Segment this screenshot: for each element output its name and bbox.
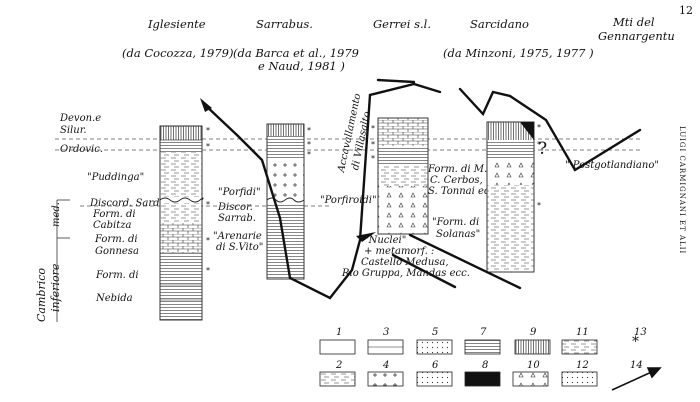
label-gonnesa-2: Gonnesa [95, 246, 139, 257]
label-porfiroidi: "Porfiroidi" [320, 195, 377, 206]
column-sarrabus [266, 123, 305, 280]
label-form-m-3: S. Tonnai ecc. [428, 186, 499, 197]
legend-num-4: 4 [383, 360, 390, 371]
label-question: ? [538, 139, 548, 159]
label-postgotlandiano: " Postgotlandiano" [565, 160, 659, 171]
legend-star: * [632, 334, 639, 350]
label-arenarie-1: "Arenarie [213, 231, 262, 242]
svg-text:*: * [206, 236, 210, 245]
header-gennargentu-1: Mti del [613, 15, 655, 29]
legend-num-11: 11 [576, 327, 589, 338]
legend-num-14: 14 [630, 360, 643, 371]
label-silur: Silur. [60, 125, 87, 136]
legend-num-2: 2 [336, 360, 343, 371]
svg-text:*: * [537, 123, 541, 132]
legend-num-8: 8 [482, 360, 489, 371]
svg-text:*: * [537, 140, 541, 149]
boundary-lines [55, 138, 640, 207]
fossil-markers: *** ** *** *** *** [206, 123, 541, 275]
source-sarcidano: (da Minzoni, 1975, 1977 ) [443, 46, 594, 60]
legend-boxes [319, 339, 598, 387]
legend-num-13: 13 [634, 327, 647, 338]
thrust-lines [202, 78, 642, 300]
svg-text:*: * [371, 154, 375, 163]
thrust-arrows [200, 98, 376, 242]
source-sarrabus: (da Barca et al., 1979 [233, 46, 359, 60]
header-gerrei: Gerrei s.l. [373, 17, 432, 31]
label-cabitza-1: Form. di [93, 209, 136, 220]
page-number: 12 [679, 4, 693, 17]
cambrian-bracket [56, 199, 70, 322]
legend-num-7: 7 [480, 327, 487, 338]
label-discor-sarrab-1: Discor. [218, 202, 253, 213]
legend-num-3: 3 [383, 327, 390, 338]
svg-text:*: * [206, 266, 210, 275]
label-nebida-2: Nebida [96, 293, 133, 304]
legend-num-5: 5 [432, 327, 439, 338]
legend-num-6: 6 [432, 360, 439, 371]
column-gerrei [377, 117, 429, 235]
label-porfidi: "Porfidi" [218, 187, 261, 198]
svg-text:*: * [206, 200, 210, 209]
label-nuclei-4: Rio Gruppa, Mandas ecc. [342, 268, 470, 279]
label-form-m-1: Form. di M. [428, 164, 488, 175]
column-iglesiente [159, 125, 204, 321]
label-discord: Discord. Sarda [90, 198, 166, 209]
legend-num-12: 12 [576, 360, 589, 371]
svg-text:*: * [371, 124, 375, 133]
column-sarcidano [486, 121, 535, 273]
source-sarrabus-2: e Naud, 1981 ) [258, 59, 345, 73]
header-sarrabus: Sarrabus. [256, 17, 313, 31]
header-iglesiente: Iglesiente [148, 17, 206, 31]
label-arenarie-2: di S.Vito" [216, 242, 264, 253]
svg-text:*: * [206, 126, 210, 135]
svg-text:*: * [307, 150, 311, 159]
label-gonnesa-1: Form. di [95, 234, 138, 245]
label-devon: Devon.e [60, 113, 102, 124]
legend-num-10: 10 [527, 360, 540, 371]
label-solanas-2: Solanas" [436, 229, 481, 240]
label-solanas-1: "Form. di [432, 217, 480, 228]
label-nebida-1: Form. di [96, 270, 139, 281]
label-nuclei-1: "Nuclei" [364, 235, 407, 246]
legend-arrow [611, 367, 662, 391]
header-gennargentu-2: Gennargentu [598, 29, 675, 43]
label-puddinga: "Puddinga" [87, 172, 145, 183]
source-iglesiente: (da Cocozza, 1979) [122, 46, 234, 60]
label-ordov: Ordovic. [60, 144, 104, 155]
legend-num-9: 9 [530, 327, 537, 338]
label-nuclei-2: + metamorf. : [364, 246, 435, 257]
svg-text:*: * [307, 126, 311, 135]
legend-num-1: 1 [336, 327, 343, 338]
header-sarcidano: Sarcidano [470, 17, 529, 31]
svg-text:*: * [371, 140, 375, 149]
svg-text:*: * [307, 140, 311, 149]
label-discor-sarrab-2: Sarrab. [218, 213, 256, 224]
label-form-m-2: C. Cerbos, [430, 175, 483, 186]
svg-text:*: * [537, 201, 541, 210]
label-cabitza-2: Cabitza [93, 220, 132, 231]
label-nuclei-3: Castello Medusa, [361, 257, 449, 268]
svg-text:*: * [206, 142, 210, 151]
